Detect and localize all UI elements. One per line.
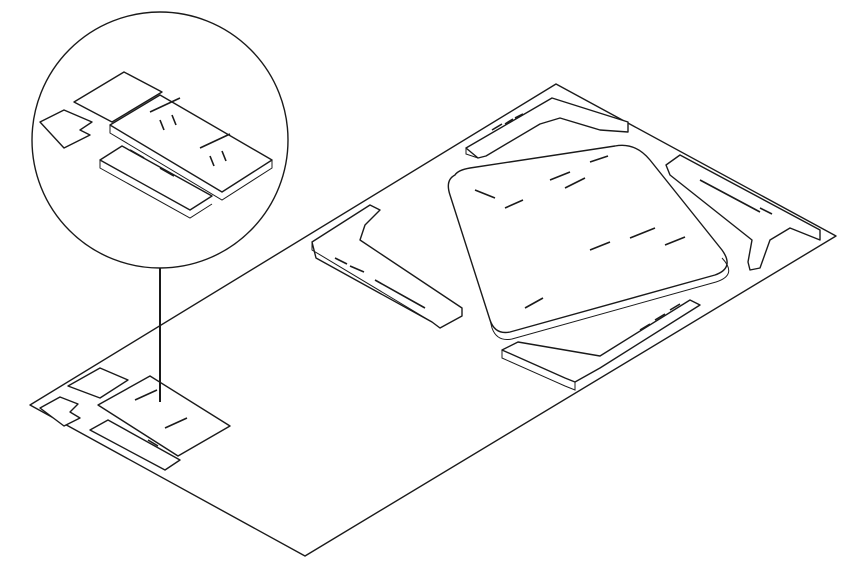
magnified-detail-callout: [31, 11, 289, 269]
leg-piece-right: [665, 154, 821, 271]
leg-piece-bottom: [501, 299, 701, 391]
leg-piece-left: [311, 204, 463, 329]
leg-piece-top: [465, 97, 629, 159]
small-parts-cluster: [39, 367, 231, 471]
table-top-panel: [447, 144, 730, 340]
